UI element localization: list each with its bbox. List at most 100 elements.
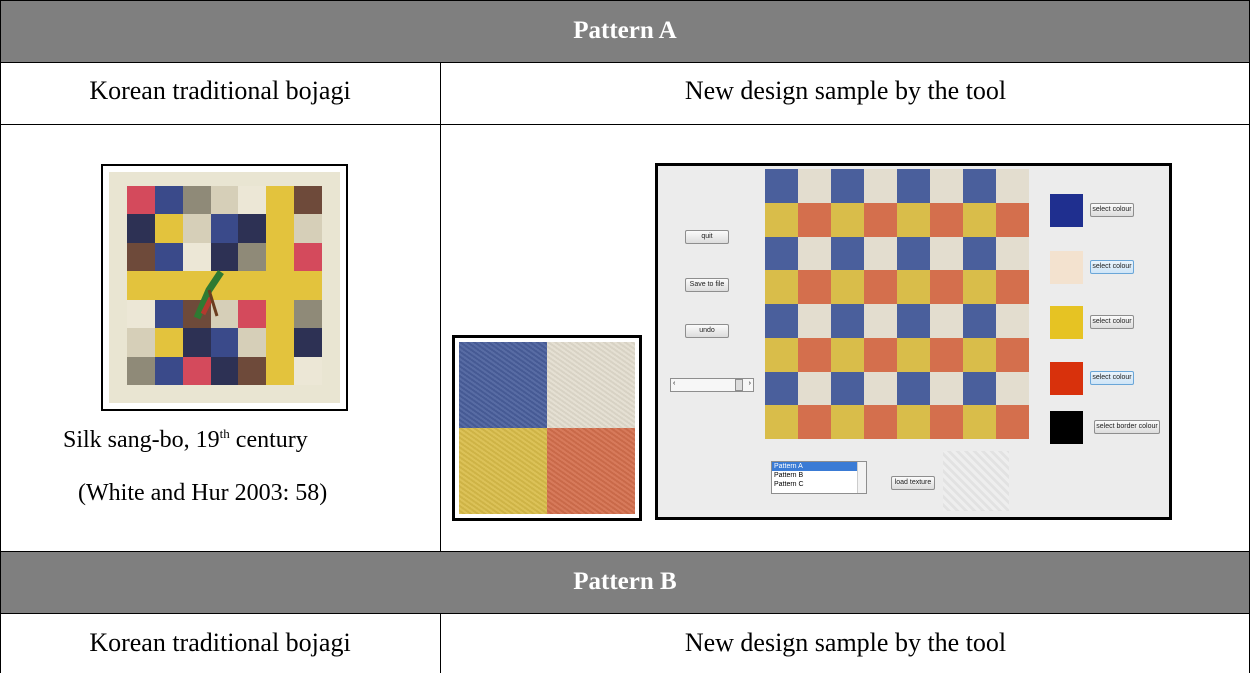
bojagi-patch — [294, 242, 322, 272]
pattern-tile — [864, 236, 897, 271]
bojagi-patch — [154, 328, 183, 357]
pattern-tile — [996, 337, 1029, 372]
slider-left-arrow-icon[interactable]: ‹ — [673, 380, 676, 387]
bojagi-patch — [266, 271, 295, 300]
pattern-tile — [831, 202, 864, 237]
pattern-tile — [765, 304, 798, 338]
bojagi-patch — [294, 186, 322, 215]
pattern-tile — [897, 169, 930, 203]
select-colour-button[interactable]: select colour — [1090, 315, 1134, 329]
pattern-tile — [996, 169, 1029, 203]
pattern-tile — [864, 371, 897, 406]
bojagi-patch — [238, 356, 267, 385]
slider-thumb[interactable] — [735, 379, 743, 391]
pattern-tile — [798, 270, 831, 304]
select-border-colour-button[interactable]: select border colour — [1094, 420, 1160, 434]
list-item[interactable]: Pattern C — [774, 481, 804, 488]
pattern-a-title: Pattern A — [573, 17, 677, 44]
rule — [0, 124, 1250, 125]
bojagi-patch — [294, 328, 322, 357]
bojagi-patch — [266, 242, 295, 272]
pattern-tile — [930, 371, 963, 406]
pattern-tile — [765, 169, 798, 203]
bojagi-patch — [238, 328, 267, 357]
bojagi-patch — [182, 328, 211, 357]
pattern-tile — [996, 270, 1029, 304]
pattern-tile — [765, 337, 798, 372]
texture-preview — [943, 451, 1009, 511]
design-tool-window: quit Save to file undo ‹ › select colour… — [655, 163, 1172, 520]
pattern-tile — [831, 236, 864, 271]
bojagi-patch — [154, 299, 183, 329]
bojagi-patch — [127, 186, 155, 215]
rule — [0, 0, 1, 673]
pattern-tile — [930, 405, 963, 439]
bojagi-patch — [294, 356, 322, 385]
pattern-tile — [897, 371, 930, 406]
bojagi-patch — [154, 242, 183, 272]
rule — [440, 613, 441, 673]
load-texture-button[interactable]: load texture — [891, 476, 935, 490]
bojagi-patch — [127, 271, 155, 300]
pattern-listbox[interactable]: Pattern A Pattern B Pattern C — [771, 461, 867, 494]
select-colour-button[interactable]: select colour — [1090, 371, 1134, 385]
list-item[interactable]: Pattern B — [774, 472, 804, 479]
bojagi-patch — [294, 299, 322, 329]
bojagi-patch — [294, 214, 322, 243]
undo-button[interactable]: undo — [685, 324, 729, 338]
bojagi-patch — [127, 242, 155, 272]
select-colour-button[interactable]: select colour — [1090, 260, 1134, 274]
save-to-file-button[interactable]: Save to file — [685, 278, 729, 292]
pattern-tile — [831, 270, 864, 304]
bojagi-patch — [127, 356, 155, 385]
size-slider[interactable]: ‹ › — [670, 378, 754, 392]
pattern-tile — [930, 202, 963, 237]
bojagi-patch — [127, 299, 155, 329]
rule — [0, 613, 1250, 614]
colour-swatch — [1050, 306, 1083, 339]
pattern-tile — [831, 405, 864, 439]
bojagi-patch — [238, 214, 267, 243]
texture-zoom-image — [452, 335, 642, 521]
select-colour-button[interactable]: select colour — [1090, 203, 1134, 217]
pattern-tile — [963, 270, 996, 304]
bojagi-patch — [266, 214, 295, 243]
bojagi-patch — [182, 214, 211, 243]
generated-pattern-preview[interactable] — [765, 169, 1029, 439]
texture-tile-cream — [547, 342, 635, 428]
texture-tile-blue — [459, 342, 547, 428]
col-title-traditional: Korean traditional bojagi — [89, 628, 351, 657]
rule — [0, 0, 1250, 1]
bojagi-patch — [154, 356, 183, 385]
list-item[interactable]: Pattern A — [772, 462, 866, 471]
pattern-tile — [963, 405, 996, 439]
pattern-tile — [996, 236, 1029, 271]
pattern-tile — [930, 304, 963, 338]
bojagi-patch — [127, 328, 155, 357]
pattern-tile — [996, 202, 1029, 237]
pattern-tile — [798, 337, 831, 372]
pattern-tile — [996, 371, 1029, 406]
pattern-tile — [897, 202, 930, 237]
pattern-tile — [864, 202, 897, 237]
bojagi-patch — [154, 271, 183, 300]
bojagi-photo — [101, 164, 348, 411]
colour-swatch — [1050, 362, 1083, 395]
listbox-scrollbar[interactable] — [857, 462, 866, 493]
rule — [0, 551, 1250, 552]
col-title-new-design: New design sample by the tool — [684, 76, 1007, 105]
pattern-tile — [798, 371, 831, 406]
pattern-tile — [831, 169, 864, 203]
bojagi-patch — [127, 214, 155, 243]
bojagi-patch — [238, 271, 267, 300]
pattern-tile — [798, 202, 831, 237]
pattern-tile — [765, 202, 798, 237]
pattern-tile — [765, 405, 798, 439]
quit-button[interactable]: quit — [685, 230, 729, 244]
slider-right-arrow-icon[interactable]: › — [748, 380, 751, 387]
colour-swatch — [1050, 251, 1083, 284]
bojagi-patch — [238, 242, 267, 272]
pattern-tile — [798, 304, 831, 338]
pattern-tile — [897, 236, 930, 271]
